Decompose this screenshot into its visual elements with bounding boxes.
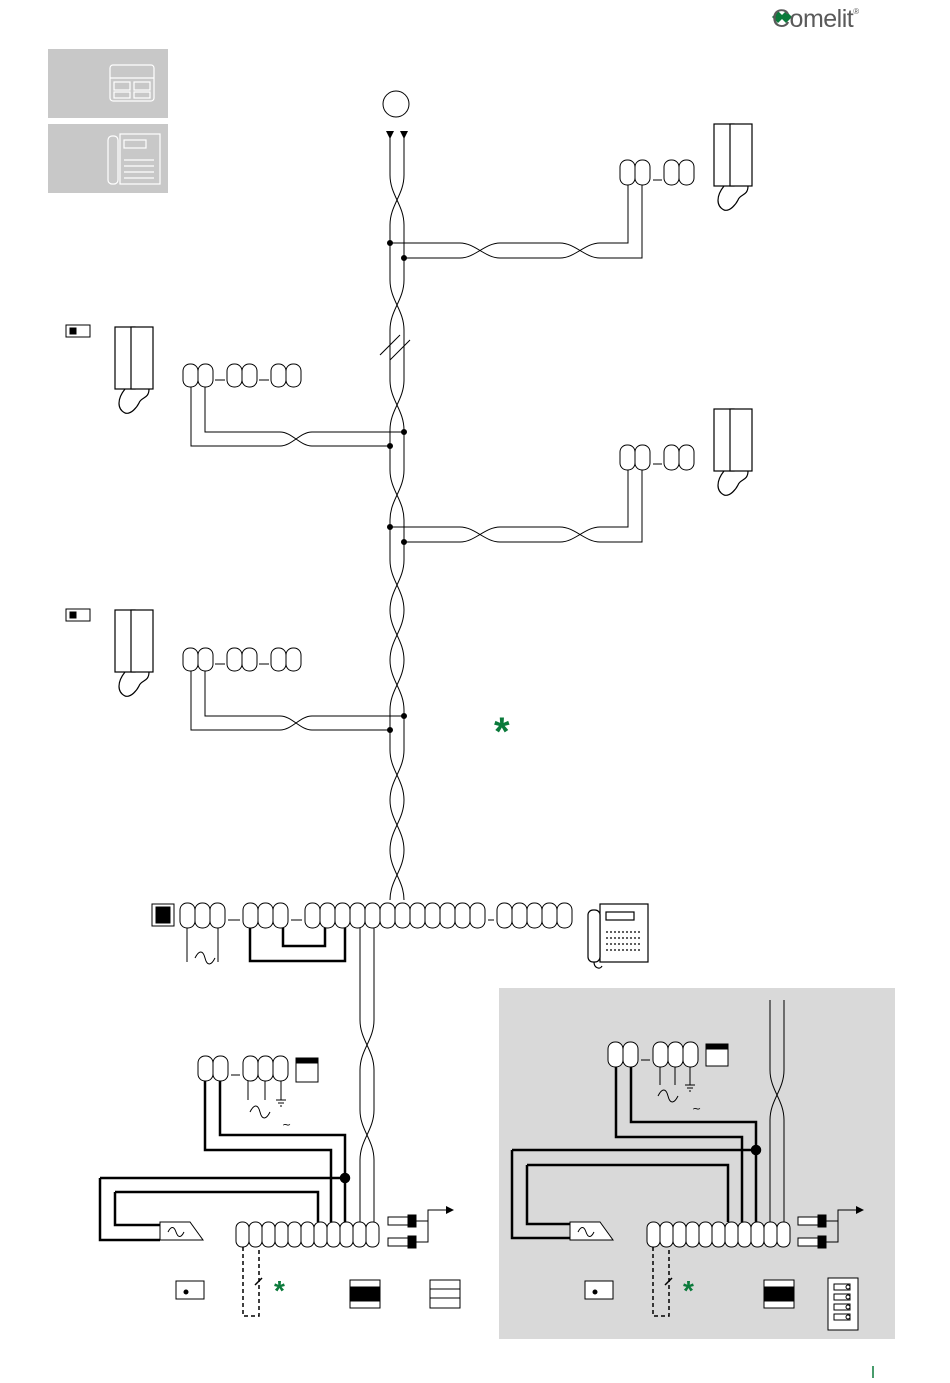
branch-left-1: [191, 385, 407, 449]
main-riser: [380, 91, 410, 900]
electric-lock-icon: [160, 1222, 203, 1240]
push-button-switch: [243, 1247, 262, 1316]
power-supply-mains: ~: [248, 1081, 291, 1131]
interphone-handset-icon: [714, 124, 752, 210]
branch-right-1: [388, 185, 643, 261]
camera-module-icon: [764, 1280, 794, 1308]
terminal-block-left-1: [183, 364, 301, 387]
switchboard-wires: [187, 928, 345, 964]
mains-symbol: ~: [282, 1118, 291, 1131]
interphone-handset-icon: [714, 409, 752, 495]
power-supply-terminals: [198, 1056, 288, 1081]
switch-icon: [66, 609, 90, 621]
alt-door-station-terminals: [647, 1222, 790, 1247]
camera-module-icon: [350, 1280, 380, 1308]
branch-left-2: [191, 670, 407, 733]
push-button-panel-icon: [430, 1280, 460, 1308]
switch-icon: [66, 325, 90, 337]
interphone-handset-icon: [115, 327, 153, 413]
mains-symbol: ~: [692, 1102, 701, 1115]
brand-logo: Comelit®: [770, 6, 859, 32]
camera-connector: [388, 1210, 450, 1248]
door-station-wiring: [100, 1081, 349, 1240]
call-button-panel-icon: [828, 1278, 858, 1330]
brand-name: Comelit: [772, 5, 853, 34]
terminal-block-right-1: [620, 160, 694, 185]
switchboard-terminal-strip: [152, 903, 572, 928]
legend-switchboard: [48, 124, 168, 193]
door-station-icon: [176, 1281, 204, 1299]
door-station-terminals: [236, 1222, 379, 1247]
asterisk-marker: *: [494, 710, 510, 754]
asterisk-marker: *: [274, 1275, 285, 1306]
door-station-icon: [585, 1281, 613, 1299]
power-supply-icon: [706, 1044, 728, 1066]
asterisk-marker: *: [683, 1275, 694, 1306]
switchboard-icon: [588, 904, 648, 968]
power-supply-icon: [296, 1058, 318, 1082]
terminal-block-right-2: [620, 445, 694, 470]
interphone-handset-icon: [115, 610, 153, 696]
branch-right-2: [388, 470, 643, 545]
registered-mark: ®: [853, 7, 859, 16]
terminal-block-left-2: [183, 648, 301, 671]
lower-riser: [360, 928, 374, 1222]
legend-door-panel: [48, 49, 168, 118]
riser-terminal-circle: [383, 91, 409, 117]
